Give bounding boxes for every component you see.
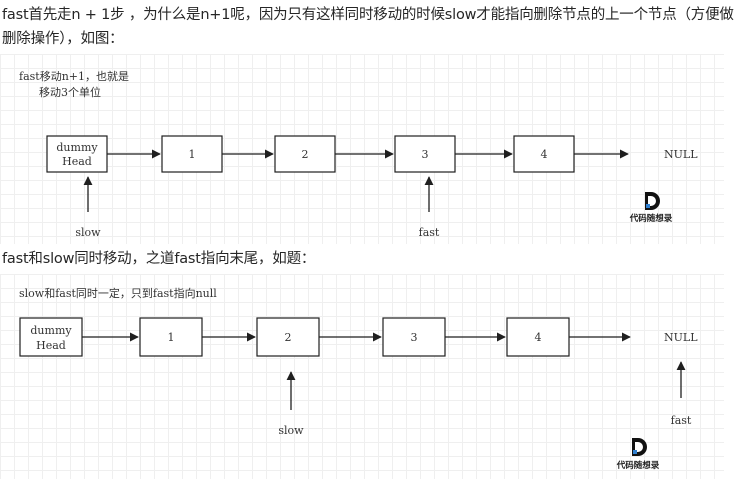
- logo-mark-icon: [632, 438, 647, 456]
- intro-paragraph: fast首先走n + 1步 ，为什么是n+1呢，因为只有这样同时移动的时候slo…: [2, 7, 734, 47]
- node-3-label: 3: [422, 148, 429, 161]
- node-3-label: 3: [411, 331, 418, 344]
- diagram-fast-at-null-svg: slow和fast同时一定，只到fast指向null dummy Head 1 …: [19, 286, 698, 471]
- node-1-label: 1: [189, 148, 196, 161]
- node-4-label: 4: [541, 148, 548, 161]
- dummy-label-line-1: dummy: [30, 324, 72, 337]
- logo-text: 代码随想录: [616, 460, 660, 471]
- dummy-label-line-1: dummy: [56, 141, 98, 154]
- note-line: slow和fast同时一定，只到fast指向null: [19, 286, 217, 300]
- list-node-2: [274, 135, 336, 173]
- fast-label: fast: [671, 414, 692, 427]
- dummy-head-node: [46, 135, 108, 173]
- diagram-fast-moved-svg: fast移动n+1，也就是 移动3个单位 dummy Head 1 2 3 4 …: [19, 69, 698, 239]
- node-2-label: 2: [285, 331, 292, 344]
- slow-label: slow: [75, 226, 101, 239]
- slow-label: slow: [278, 424, 304, 437]
- diagram-fast-moved: fast移动n+1，也就是 移动3个单位 dummy Head 1 2 3 4 …: [0, 54, 724, 244]
- node-4-label: 4: [535, 331, 542, 344]
- logo-mark-icon: [645, 192, 660, 210]
- node-1-label: 1: [168, 331, 175, 344]
- list-node-3: [382, 317, 446, 357]
- dummy-head-node: [19, 317, 83, 357]
- diagram-fast-at-null: slow和fast同时一定，只到fast指向null dummy Head 1 …: [0, 274, 724, 479]
- second-paragraph: fast和slow同时移动，之道fast指向末尾，如题：: [2, 251, 316, 267]
- node-2-label: 2: [302, 148, 309, 161]
- dummy-label-line-2: Head: [36, 339, 66, 352]
- list-node-1: [161, 135, 223, 173]
- null-label: NULL: [664, 148, 698, 161]
- list-node-4: [513, 135, 575, 173]
- note-line-2: 移动3个单位: [39, 85, 101, 99]
- logo-text: 代码随想录: [629, 213, 673, 224]
- dummy-label-line-2: Head: [62, 155, 92, 168]
- note-line-1: fast移动n+1，也就是: [19, 69, 129, 83]
- fast-label: fast: [419, 226, 440, 239]
- null-label: NULL: [664, 331, 698, 344]
